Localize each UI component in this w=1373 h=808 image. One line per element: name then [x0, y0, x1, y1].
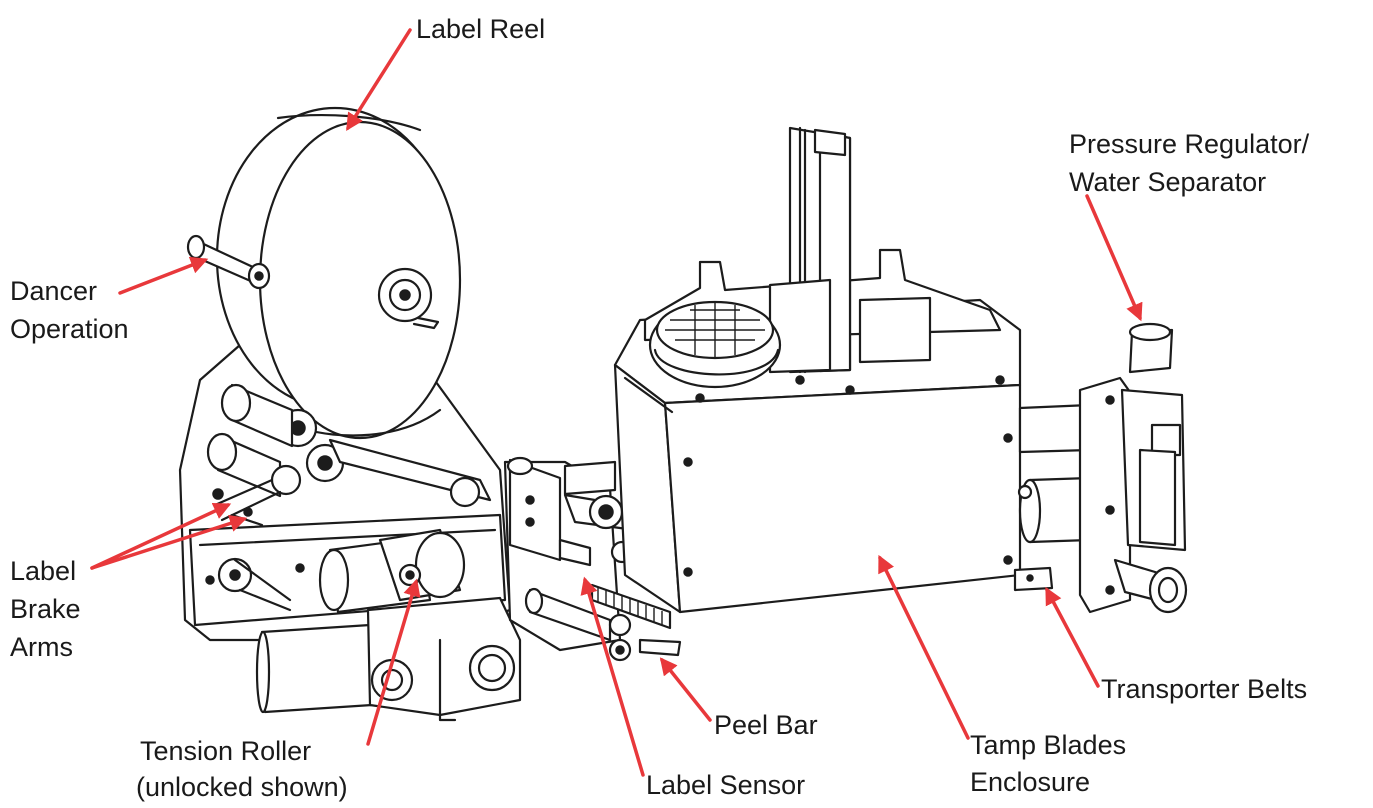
dancer-label-line2: Operation — [10, 314, 129, 344]
cooling-fan — [648, 300, 782, 389]
peel-bar-label: Peel Bar — [714, 710, 818, 740]
pressure-regulator-label-line1: Pressure Regulator/ — [1069, 129, 1310, 159]
label-sensor-label: Label Sensor — [646, 770, 806, 800]
arrow-label-reel — [346, 28, 412, 131]
tamp-enclosure-front-panel — [663, 383, 1022, 614]
drive-motor — [255, 596, 522, 722]
dancer-label-line1: Dancer — [10, 276, 98, 306]
brake-label-line2: Brake — [10, 594, 81, 624]
transporter-belts-label: Transporter Belts — [1101, 674, 1308, 704]
arrow-tension-roller — [366, 578, 421, 746]
arrow-transporter-belts — [1045, 586, 1100, 688]
tamp-enclosure-label-line2: Enclosure — [970, 767, 1091, 797]
tension-roller-label-line2: (unlocked shown) — [136, 772, 348, 802]
arrow-pressure-regulator — [1085, 194, 1143, 322]
arrow-label-sensor — [580, 576, 645, 777]
connecting-rail — [563, 460, 617, 496]
brake-label-line1: Label — [10, 556, 77, 586]
brake-label-line3: Arms — [10, 632, 73, 662]
pressure-regulator-label-line2: Water Separator — [1069, 167, 1267, 197]
label-reel-front-disc — [258, 120, 462, 440]
pressure-regulator-assembly — [1017, 322, 1188, 614]
web-rollers — [206, 383, 492, 508]
label-reel-label: Label Reel — [416, 14, 546, 44]
arrow-brake-1 — [90, 502, 232, 570]
callout-arrows — [90, 28, 1143, 777]
arrow-brake-2 — [90, 514, 248, 570]
arrow-peel-bar — [659, 657, 712, 722]
tamp-enclosure-label-line1: Tamp Blades — [970, 730, 1127, 760]
arrow-tamp-enclosure — [878, 554, 970, 740]
labeler-machine-drawing — [178, 106, 1188, 722]
tension-roller-label-line1: Tension Roller — [140, 736, 312, 766]
arrow-dancer — [118, 256, 209, 295]
